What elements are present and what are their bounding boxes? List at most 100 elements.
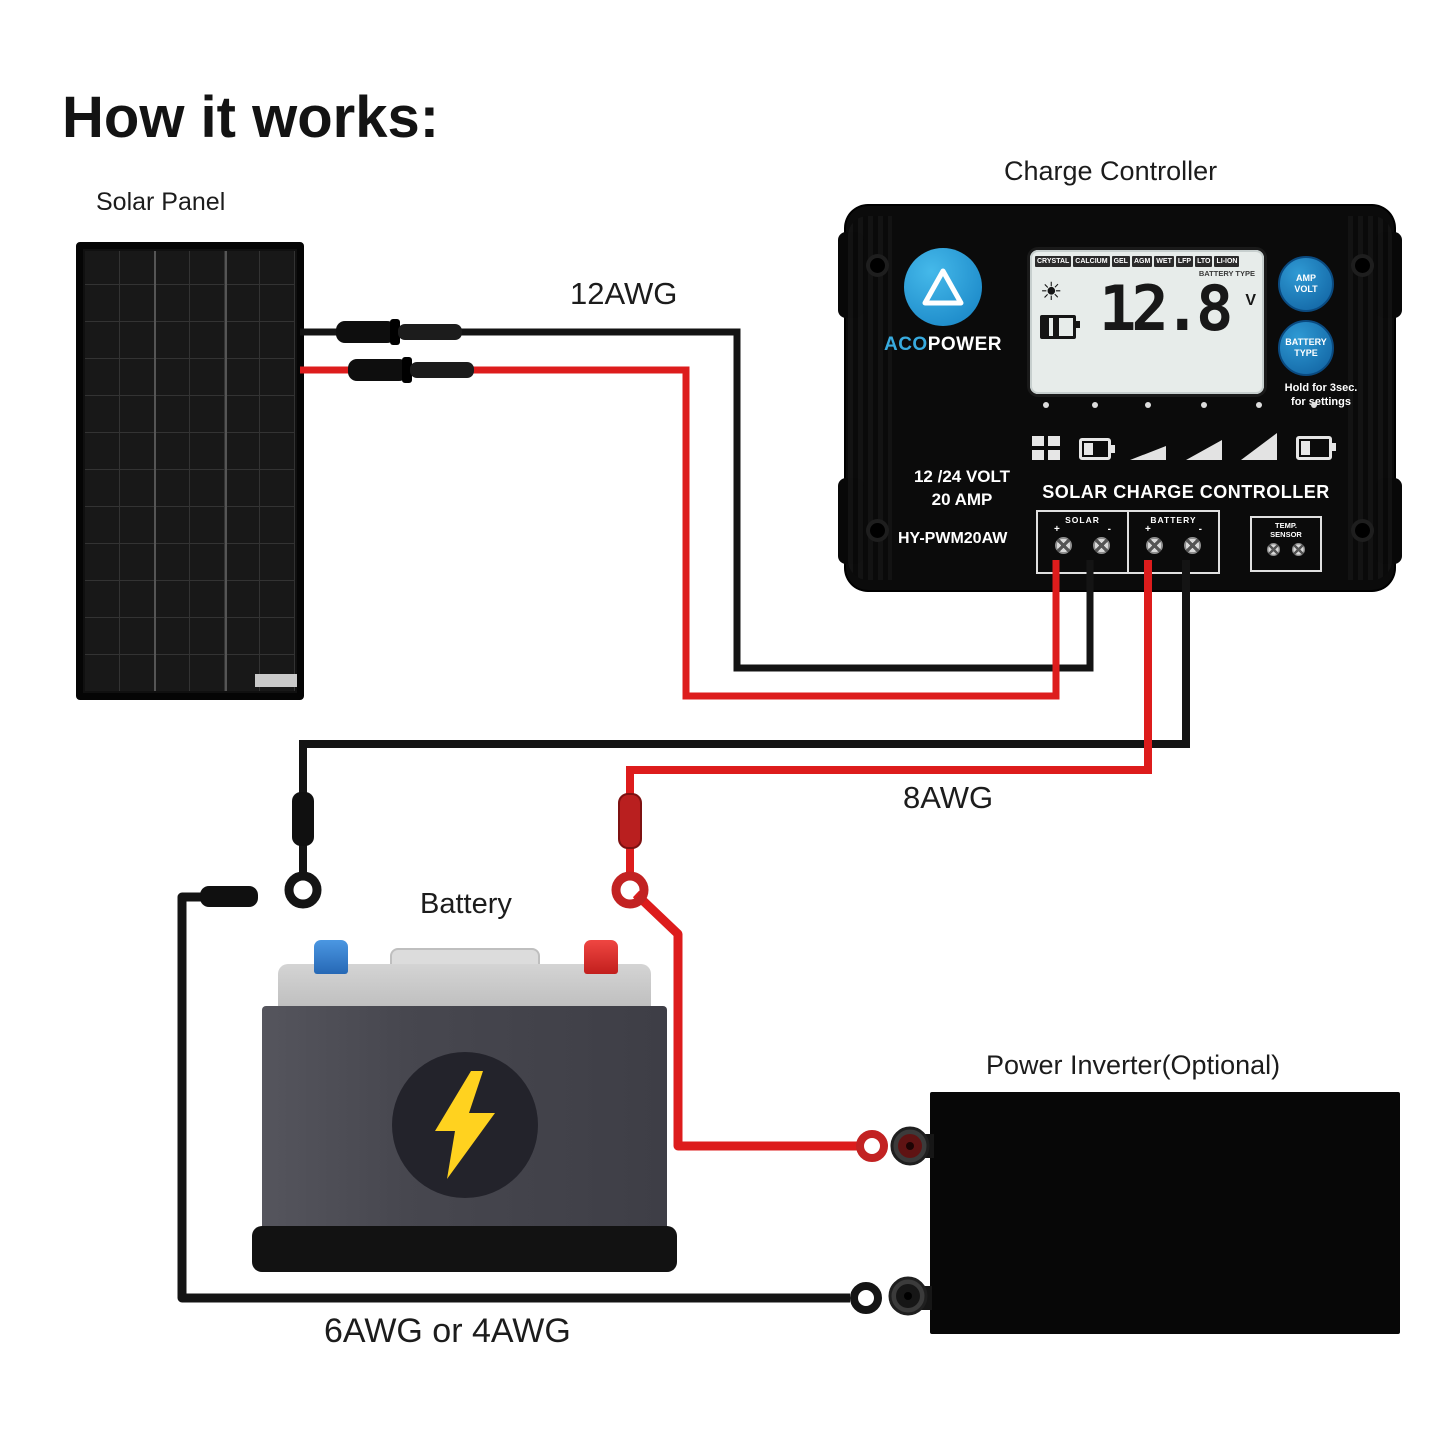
rating-volt: 12 /24 VOLT (913, 467, 1011, 486)
terminal-screw (1183, 537, 1201, 554)
battery-type-chip: WET (1154, 256, 1174, 267)
page-title: How it works: (62, 85, 440, 150)
model-number: HY-PWM20AW (898, 530, 1008, 547)
inverter-post-cap (904, 1292, 912, 1300)
voltage-unit: V (1245, 292, 1256, 309)
led-dot (1043, 402, 1049, 408)
wire-gauge-label-8awg: 8AWG (903, 780, 994, 815)
battery-emblem (392, 1052, 538, 1198)
indicator-charge-mid (1185, 402, 1222, 460)
sun-icon: ☀ (1040, 278, 1063, 306)
mc4-connector-ring (390, 319, 400, 345)
terminal-screw (1146, 537, 1164, 554)
terminal-screw (1292, 543, 1305, 556)
solar-panel-spec-tag (255, 674, 297, 687)
crimp-sleeve-black (200, 886, 258, 907)
terminal-screw (1055, 537, 1073, 554)
amp-volt-button-label-1: AMP (1296, 272, 1316, 283)
battery-terminals: BATTERY + - (1129, 512, 1218, 572)
led-dot (1255, 402, 1262, 408)
hold-note: Hold for 3sec. for settings (1266, 382, 1376, 410)
temp-label-line1: TEMP. (1275, 521, 1297, 530)
solar-terminals: SOLAR + - (1038, 512, 1129, 572)
mc4-connector-ring (402, 357, 412, 383)
battery (252, 940, 677, 1275)
battery-type-chip: AGM (1131, 256, 1153, 267)
crimp-sleeve-black (292, 792, 314, 846)
wire-gauge-label-6awg: 6AWG or 4AWG (324, 1312, 571, 1350)
battery-type-chip: LI-ION (1214, 256, 1240, 267)
battery-type-chip: GEL (1111, 256, 1130, 267)
screw-hole (870, 523, 885, 538)
inverter-post-washer (890, 1126, 930, 1166)
screw-hole (1355, 523, 1370, 538)
hold-note-line1: Hold for 3sec. (1284, 382, 1358, 394)
screw-hole (870, 258, 885, 273)
lightning-bolt-icon (435, 1071, 495, 1179)
rating-amp: 20 AMP (931, 489, 993, 509)
lcd-status-icons: ☀ (1040, 280, 1082, 339)
battery-type-button: BATTERY TYPE (1278, 320, 1334, 376)
battery-type-chip: CRYSTAL (1035, 256, 1072, 267)
lcd-readout: ☀ 12.8 V (1030, 278, 1264, 339)
battery-type-row: CRYSTAL CALCIUM GEL AGM WET LFP LTO LI-I… (1030, 250, 1264, 269)
battery-type-caption: BATTERY TYPE (1198, 269, 1255, 278)
wire-battery-negative (299, 560, 1190, 874)
brand-name: ACOPOWER (874, 334, 1012, 356)
housing-ridges (848, 216, 892, 580)
battery-full-icon (1295, 436, 1336, 460)
minus-sign: - (1198, 524, 1202, 535)
brand-prefix: ACO (883, 334, 928, 355)
battery-label: Battery (420, 888, 512, 920)
indicator-charge-high (1240, 402, 1277, 460)
indicator-charge-low (1130, 402, 1167, 460)
indicator-full (1295, 402, 1336, 460)
temp-label-line2: SENSOR (1270, 530, 1302, 539)
battery-type-chip: CALCIUM (1073, 256, 1110, 267)
battery-base-band (252, 1226, 677, 1272)
status-indicators (1032, 402, 1336, 460)
battery-type-chip: LTO (1195, 256, 1213, 267)
ring-terminal-black (850, 1282, 882, 1314)
led-dot (1092, 402, 1099, 408)
battery-negative-post (314, 940, 348, 974)
charge-ramp-icon (1130, 446, 1167, 460)
ring-terminal-black (284, 871, 322, 909)
rating-text: 12 /24 VOLT 20 AMP (902, 466, 1022, 512)
mc4-connector (410, 362, 474, 378)
inverter-post-washer (888, 1276, 928, 1316)
wire-battery-positive (626, 560, 1152, 874)
amp-volt-button-label-2: VOLT (1294, 284, 1318, 294)
cells-icon (1032, 436, 1060, 460)
amp-volt-button: AMP VOLT (1278, 256, 1334, 312)
charge-controller: ACOPOWER CRYSTAL CALCIUM GEL AGM WET LFP… (838, 206, 1402, 590)
inverter-positive-post (898, 1134, 922, 1158)
terminal-block: SOLAR + - BATTERY + - (1036, 510, 1220, 574)
solar-panel-cells (85, 251, 295, 691)
hold-note-line2: for settings (1291, 395, 1351, 408)
led-dot (1200, 402, 1207, 408)
solar-panel (76, 242, 304, 700)
power-inverter (930, 1092, 1400, 1334)
ring-terminal-red (611, 871, 649, 909)
led-dot (1145, 402, 1152, 408)
crimp-sleeve-red (618, 793, 642, 849)
battery-terminal-label: BATTERY (1150, 515, 1197, 525)
mc4-connector (336, 321, 396, 343)
battery-positive-post (584, 940, 618, 974)
temp-sensor-block: TEMP. SENSOR (1250, 516, 1322, 572)
indicator-cells (1032, 402, 1060, 460)
minus-sign: - (1107, 524, 1111, 535)
brand-suffix: POWER (927, 334, 1002, 355)
solar-panel-label: Solar Panel (96, 188, 226, 216)
charge-ramp-icon (1240, 433, 1277, 460)
lcd-display: CRYSTAL CALCIUM GEL AGM WET LFP LTO LI-I… (1030, 250, 1264, 394)
charge-controller-label: Charge Controller (1004, 156, 1218, 186)
mc4-connector (348, 359, 408, 381)
battery-type-chip: LFP (1175, 256, 1194, 267)
charge-ramp-icon (1185, 440, 1222, 460)
inverter-negative-post (896, 1284, 920, 1308)
screw-hole (1355, 258, 1370, 273)
wire-gauge-label-12awg: 12AWG (570, 276, 678, 311)
